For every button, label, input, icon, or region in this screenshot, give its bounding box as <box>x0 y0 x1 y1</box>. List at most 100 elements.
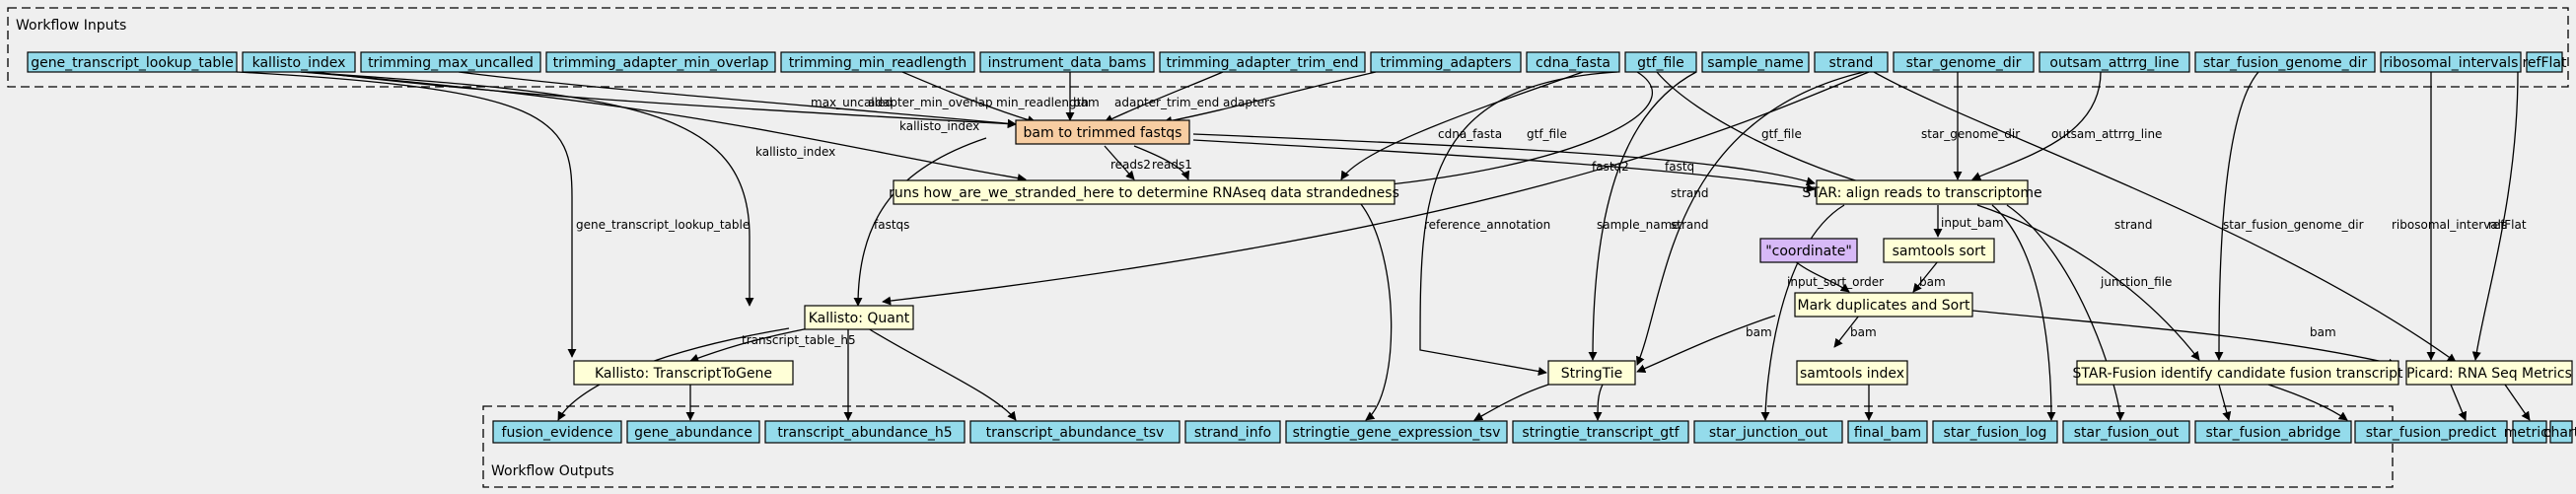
step-samtools-sort[interactable]: samtools sort <box>1883 238 1995 263</box>
edge-label-ribosomal-intervals: ribosomal_intervals <box>2392 218 2507 232</box>
svg-text:samtools sort: samtools sort <box>1893 244 1986 259</box>
input-star-genome-dir[interactable]: star_genome_dir <box>1893 51 2035 73</box>
svg-text:Kallisto: Quant: Kallisto: Quant <box>809 311 910 326</box>
edge-label-fastq: fastq <box>1665 160 1694 174</box>
input-ribosomal-intervals[interactable]: ribosomal_intervals <box>2380 51 2522 73</box>
input-gtf-file[interactable]: gtf_file <box>1624 51 1697 73</box>
step-star-fusion[interactable]: STAR-Fusion identify candidate fusion tr… <box>2073 360 2403 386</box>
svg-text:bam to trimmed fastqs: bam to trimmed fastqs <box>1024 125 1182 141</box>
edge-label-adapter-trim-end: adapter_trim_end <box>1114 96 1219 109</box>
input-trimming-adapter-trim-end[interactable]: trimming_adapter_trim_end <box>1159 51 1366 73</box>
output-metrics[interactable]: metrics <box>2504 420 2555 444</box>
input-refflat[interactable]: refFlat <box>2522 51 2567 73</box>
step-coordinate[interactable]: "coordinate" <box>1759 238 1858 263</box>
svg-text:trimming_adapter_trim_end: trimming_adapter_trim_end <box>1167 55 1359 71</box>
input-gene-transcript-lookup-table[interactable]: gene_transcript_lookup_table <box>27 51 238 73</box>
edge-to-metrics <box>2450 384 2468 421</box>
input-trimming-min-readlength[interactable]: trimming_min_readlength <box>780 51 975 73</box>
edge-label-kallisto-index-a: kallisto_index <box>899 119 979 133</box>
input-outsam-attrrg-line[interactable]: outsam_attrrg_line <box>2039 51 2190 73</box>
output-star-fusion-abridge[interactable]: star_fusion_abridge <box>2194 420 2352 444</box>
edge-to-star-fusion-abridge <box>2218 384 2232 421</box>
edge-to-strand-info <box>1360 203 1393 421</box>
input-trimming-adapter-min-overlap[interactable]: trimming_adapter_min_overlap <box>545 51 776 73</box>
input-star-fusion-genome-dir[interactable]: star_fusion_genome_dir <box>2194 51 2376 73</box>
edge-label-star-fusion-genome-dir: star_fusion_genome_dir <box>2223 218 2364 232</box>
edge-bam-index <box>1833 315 1860 348</box>
output-star-junction-out[interactable]: star_junction_out <box>1693 420 1843 444</box>
edge-label-bam-stringtie: bam <box>1746 325 1772 339</box>
edge-kallisto-index-b <box>300 71 754 307</box>
input-trimming-max-uncalled[interactable]: trimming_max_uncalled <box>360 51 541 73</box>
svg-text:star_fusion_out: star_fusion_out <box>2074 425 2180 441</box>
svg-text:ribosomal_intervals: ribosomal_intervals <box>2384 55 2519 71</box>
step-kallisto-quant[interactable]: Kallisto: Quant <box>804 305 914 330</box>
svg-text:runs how_are_we_stranded_here: runs how_are_we_stranded_here to determi… <box>889 185 1399 201</box>
input-instrument-data-bams[interactable]: instrument_data_bams <box>979 51 1155 73</box>
edge-label-input-bam: input_bam <box>1941 216 2004 230</box>
step-samtools-index[interactable]: samtools index <box>1796 360 1908 386</box>
edge-input-sort-order <box>1794 260 1850 293</box>
edge-label-gtf-file-b: gtf_file <box>1761 127 1802 141</box>
svg-text:outsam_attrrg_line: outsam_attrrg_line <box>2049 55 2179 71</box>
edge-label-reads2: reads2 <box>1110 158 1151 172</box>
edge-to-star-fusion-out <box>2006 204 2125 421</box>
svg-text:gene_abundance: gene_abundance <box>634 425 752 441</box>
edge-adapter-min-overlap <box>458 71 1017 128</box>
edge-outsam-attrrg-line <box>1971 71 2102 180</box>
svg-text:"coordinate": "coordinate" <box>1765 244 1852 259</box>
edge-fastqs <box>853 137 987 307</box>
output-fusion-evidence[interactable]: fusion_evidence <box>492 420 622 444</box>
edge-transcript-table-h5 <box>689 327 810 363</box>
step-nodes: bam to trimmed fastqs runs how_are_we_st… <box>573 119 2573 386</box>
output-transcript-abundance-tsv[interactable]: transcript_abundance_tsv <box>969 420 1181 444</box>
svg-text:Picard: RNA Seq Metrics: Picard: RNA Seq Metrics <box>2406 366 2572 382</box>
edge-max-uncalled <box>313 71 1017 129</box>
step-stringtie[interactable]: StringTie <box>1547 360 1636 386</box>
edge-label-input-sort-order: input_sort_order <box>1787 275 1884 289</box>
output-final-bam[interactable]: final_bam <box>1847 420 1928 444</box>
edge-label-kallisto-index-b: kallisto_index <box>755 145 835 159</box>
step-transcript-to-gene[interactable]: Kallisto: TranscriptToGene <box>573 360 794 386</box>
edge-reads1 <box>1133 145 1190 180</box>
edge-label-strand-b: strand <box>1671 186 1708 200</box>
step-strandedness[interactable]: runs how_are_we_stranded_here to determi… <box>889 179 1399 205</box>
svg-text:star_junction_out: star_junction_out <box>1709 425 1828 441</box>
step-bam-to-trimmed-fastqs[interactable]: bam to trimmed fastqs <box>1015 119 1190 145</box>
output-gene-abundance[interactable]: gene_abundance <box>626 420 760 444</box>
input-sample-name[interactable]: sample_name <box>1701 51 1810 73</box>
svg-text:transcript_abundance_h5: transcript_abundance_h5 <box>777 425 952 441</box>
input-strand[interactable]: strand <box>1814 51 1889 73</box>
output-star-fusion-log[interactable]: star_fusion_log <box>1932 420 2058 444</box>
output-strand-info[interactable]: strand_info <box>1184 420 1281 444</box>
output-star-fusion-out[interactable]: star_fusion_out <box>2062 420 2190 444</box>
edge-label-bam-index: bam <box>1850 325 1877 339</box>
edge-label-max-uncalled: max_uncalled <box>811 96 893 109</box>
output-chart[interactable]: chart <box>2543 420 2576 444</box>
input-cdna-fasta[interactable]: cdna_fasta <box>1526 51 1620 73</box>
step-picard-rnaseq[interactable]: Picard: RNA Seq Metrics <box>2405 360 2573 386</box>
step-star-align[interactable]: STAR: align reads to transcriptome <box>1802 179 2042 205</box>
svg-text:trimming_adapters: trimming_adapters <box>1380 55 1511 71</box>
output-stringtie-transcript-gtf[interactable]: stringtie_transcript_gtf <box>1512 420 1689 444</box>
edge-labels: max_uncalled adapter_min_overlap min_rea… <box>576 96 2527 347</box>
input-kallisto-index[interactable]: kallisto_index <box>242 51 356 73</box>
svg-text:star_fusion_genome_dir: star_fusion_genome_dir <box>2203 55 2368 71</box>
input-trimming-adapters[interactable]: trimming_adapters <box>1370 51 1522 73</box>
edge-kallisto-index-a <box>300 71 1027 183</box>
svg-text:STAR-Fusion identify candidate: STAR-Fusion identify candidate fusion tr… <box>2073 366 2403 382</box>
output-transcript-abundance-h5[interactable]: transcript_abundance_h5 <box>764 420 966 444</box>
output-stringtie-gene-expression-tsv[interactable]: stringtie_gene_expression_tsv <box>1285 420 1508 444</box>
svg-text:trimming_max_uncalled: trimming_max_uncalled <box>368 55 534 71</box>
svg-text:fusion_evidence: fusion_evidence <box>502 425 613 441</box>
edge-junction-file <box>1976 204 2200 361</box>
svg-text:samtools index: samtools index <box>1800 366 1904 382</box>
edge-min-readlength <box>901 71 1037 124</box>
edge-refflat <box>2471 71 2519 361</box>
edge-label-bam-picard: bam <box>2310 325 2336 339</box>
output-star-fusion-predict[interactable]: star_fusion_predict <box>2354 420 2508 444</box>
edge-to-star-fusion-predict <box>2267 384 2348 421</box>
edge-strand-c <box>1873 71 2457 363</box>
step-mark-duplicates[interactable]: Mark duplicates and Sort <box>1794 292 1973 318</box>
edge-label-bam-sort: bam <box>1919 275 1946 289</box>
